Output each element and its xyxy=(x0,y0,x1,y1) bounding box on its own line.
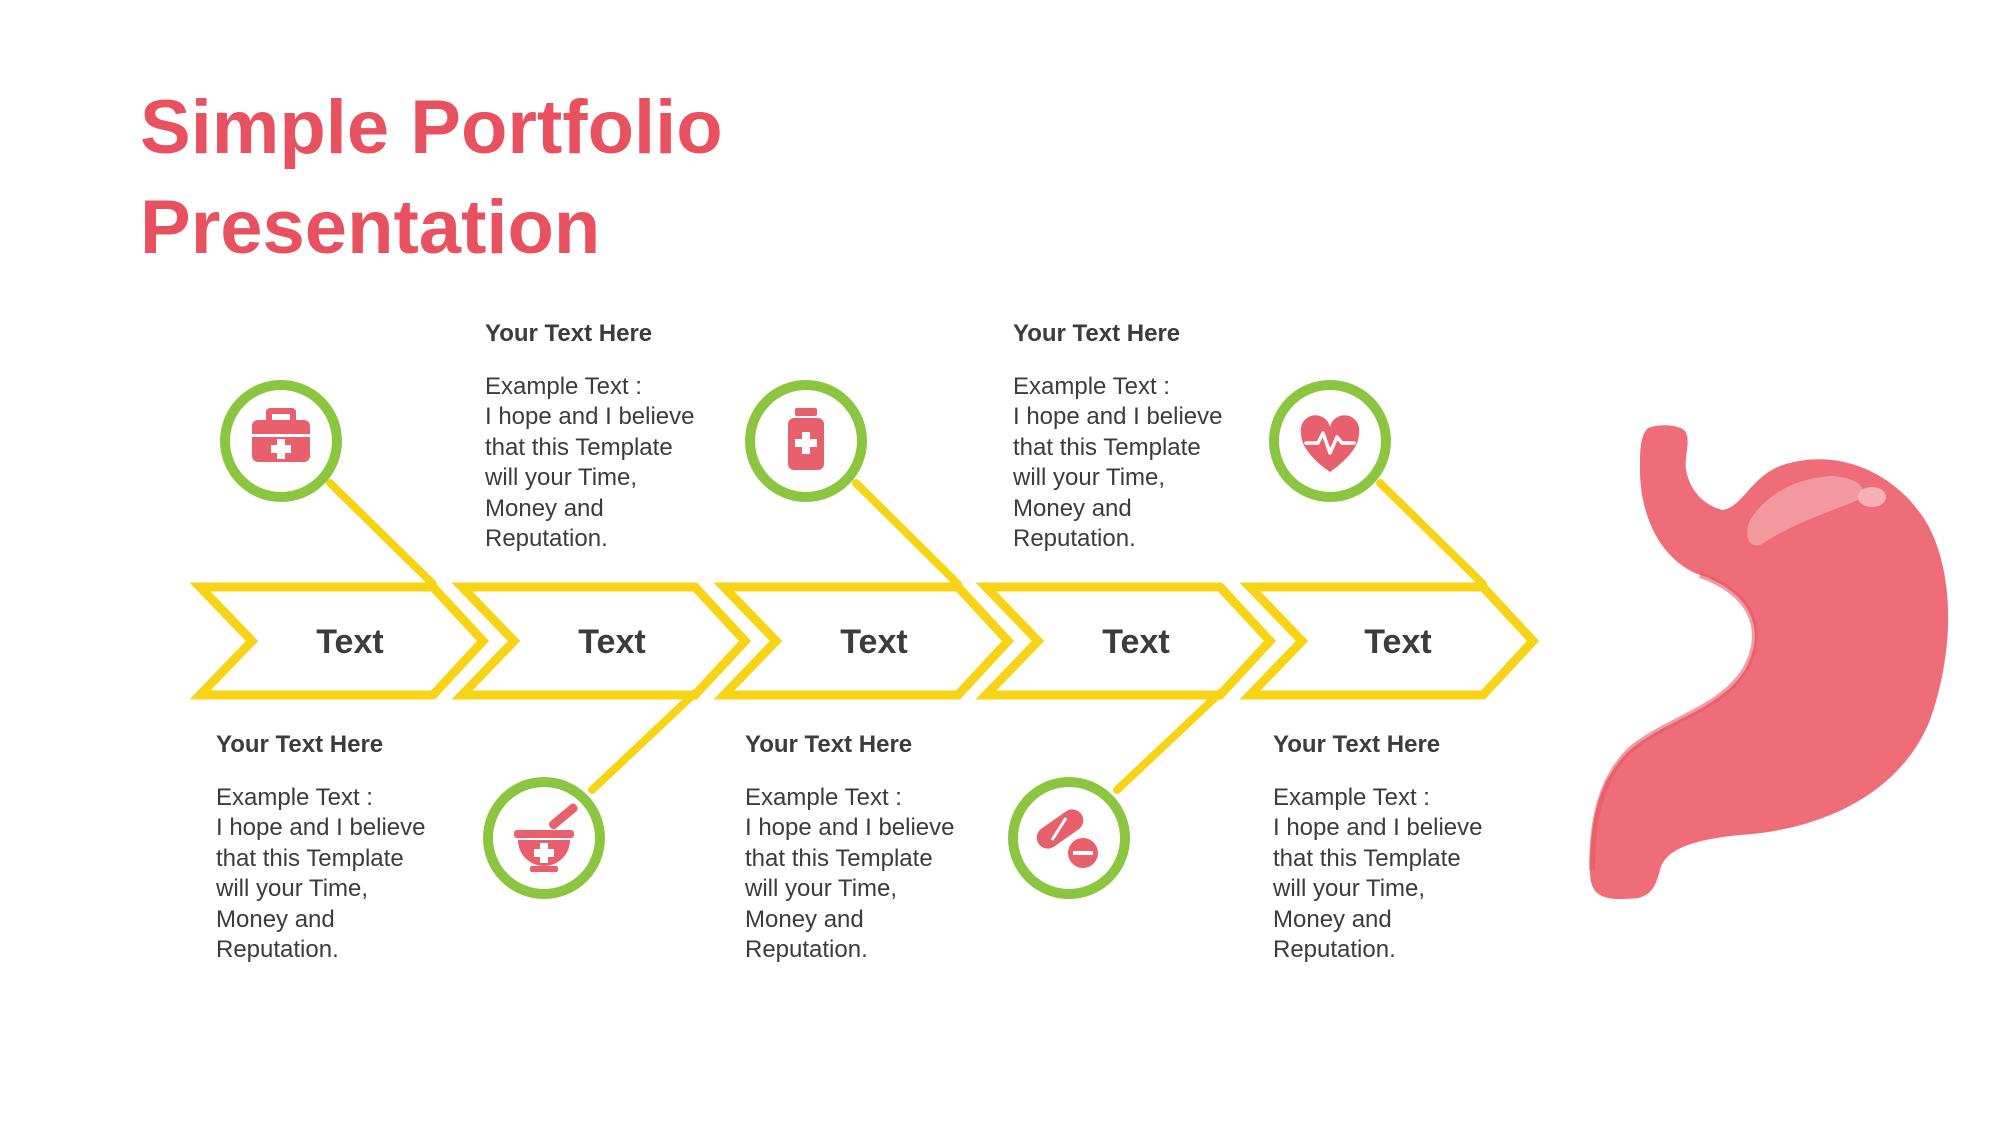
connector-stage-5 xyxy=(1376,479,1487,588)
title-line-1: Simple Portfolio xyxy=(140,85,723,170)
text-block-1: Your Text Here Example Text : I hope and… xyxy=(216,730,476,966)
text-line: I hope and I believe xyxy=(745,814,955,841)
mortar-pestle-icon xyxy=(514,803,578,872)
text-line: that this Template xyxy=(1273,844,1461,872)
text-block-4: Your Text Here Example Text : I hope and… xyxy=(1013,319,1273,555)
text-block-heading: Your Text Here xyxy=(216,731,384,758)
text-line: that this Template xyxy=(1013,433,1201,461)
text-line: Reputation. xyxy=(745,936,868,963)
text-line: Reputation. xyxy=(1273,936,1396,963)
text-line: that this Template xyxy=(485,433,673,461)
text-block-3: Your Text Here Example Text : I hope and… xyxy=(745,730,1005,966)
text-block-5: Your Text Here Example Text : I hope and… xyxy=(1273,730,1533,966)
text-block-body: Example Text : I hope and I believe that… xyxy=(485,372,745,555)
text-line: Money and xyxy=(1273,905,1392,933)
text-line: I hope and I believe xyxy=(1273,814,1483,841)
text-block-heading: Your Text Here xyxy=(485,320,653,347)
stage-label-2: Text xyxy=(578,623,645,661)
text-line: Example Text : xyxy=(1013,372,1170,400)
text-line: Reputation. xyxy=(485,525,608,552)
pills-icon xyxy=(1036,809,1098,868)
text-line: I hope and I believe xyxy=(485,403,695,430)
connector-lines xyxy=(326,479,1487,794)
icon-circle-1 xyxy=(220,380,342,502)
text-line: Money and xyxy=(216,905,335,933)
stage-label-4: Text xyxy=(1102,623,1169,661)
icon-circle-4 xyxy=(1008,777,1130,899)
text-line: Reputation. xyxy=(216,936,339,963)
text-line: Example Text : xyxy=(745,783,902,811)
chevron-row xyxy=(189,582,1540,700)
icon-circle-5 xyxy=(1269,380,1391,502)
text-line: will your Time, xyxy=(485,464,638,491)
connector-stage-4 xyxy=(1113,689,1224,794)
first-aid-kit-icon xyxy=(252,408,310,462)
medicine-bottle-icon xyxy=(788,408,824,470)
text-block-body: Example Text : I hope and I believe that… xyxy=(1013,372,1273,555)
chevron-5 xyxy=(1239,582,1540,700)
text-line: Example Text : xyxy=(1273,783,1430,811)
connector-stage-3 xyxy=(852,479,962,588)
text-line: will your Time, xyxy=(1013,464,1166,491)
text-line: that this Template xyxy=(745,844,933,872)
stomach-illustration xyxy=(1589,425,1949,900)
chevron-4 xyxy=(975,582,1277,700)
text-line: Example Text : xyxy=(485,372,642,400)
text-block-body: Example Text : I hope and I believe that… xyxy=(216,783,476,966)
stage-label-5: Text xyxy=(1364,623,1431,661)
connector-stage-2 xyxy=(588,689,699,794)
text-block-heading: Your Text Here xyxy=(745,731,913,758)
text-block-body: Example Text : I hope and I believe that… xyxy=(745,783,1005,966)
text-line: Example Text : xyxy=(216,783,373,811)
text-block-body: Example Text : I hope and I believe that… xyxy=(1273,783,1533,966)
chevron-2 xyxy=(451,582,752,700)
page-title: Simple Portfolio Presentation xyxy=(140,78,723,278)
text-line: Money and xyxy=(745,905,864,933)
text-block-heading: Your Text Here xyxy=(1273,731,1441,758)
text-line: will your Time, xyxy=(745,875,898,902)
text-block-2: Your Text Here Example Text : I hope and… xyxy=(485,319,745,555)
text-line: Money and xyxy=(485,494,604,522)
title-line-2: Presentation xyxy=(140,185,601,270)
heart-pulse-icon xyxy=(1300,415,1360,472)
stage-label-1: Text xyxy=(316,623,383,661)
text-line: I hope and I believe xyxy=(1013,403,1223,430)
text-line: will your Time, xyxy=(1273,875,1426,902)
chevron-3 xyxy=(713,582,1015,700)
text-line: Reputation. xyxy=(1013,525,1136,552)
chevron-1 xyxy=(189,582,490,700)
text-block-heading: Your Text Here xyxy=(1013,320,1181,347)
text-line: Money and xyxy=(1013,494,1132,522)
text-line: that this Template xyxy=(216,844,404,872)
connector-stage-1 xyxy=(326,479,437,588)
text-line: will your Time, xyxy=(216,875,369,902)
icon-circle-3 xyxy=(745,380,867,502)
text-line: I hope and I believe xyxy=(216,814,426,841)
stage-label-3: Text xyxy=(840,623,907,661)
icon-circle-2 xyxy=(483,777,605,899)
